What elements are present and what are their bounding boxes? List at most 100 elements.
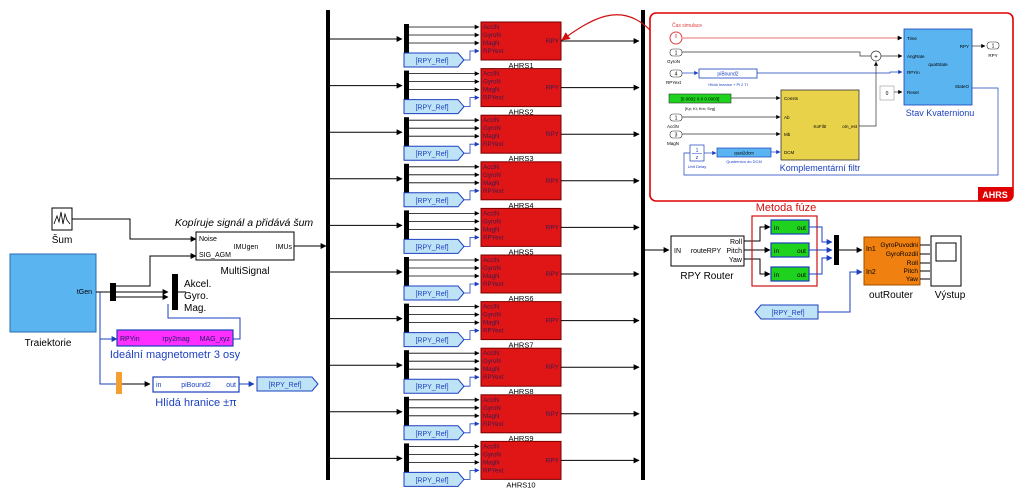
rpy-to-bound-wire xyxy=(99,339,116,385)
ahrs-ref-wire xyxy=(464,95,480,107)
qs-out-state: StateO xyxy=(955,84,970,89)
ahrs-from-tag: [RPY_Ref] xyxy=(415,105,448,112)
qs-in-rpyin: RPYin xyxy=(907,70,920,75)
rpy-router-out-pitch: Pitch xyxy=(726,248,742,255)
rpy-router-block[interactable] xyxy=(670,235,745,267)
ahrs-body[interactable] xyxy=(480,68,562,108)
fusion-out: out xyxy=(797,248,806,255)
ahrs-in-port-label: AcclN xyxy=(483,24,499,31)
ahrs-in-port-label: RPYext xyxy=(483,328,504,335)
ahrs-from-rpy-ref[interactable] xyxy=(403,471,465,487)
ahrs-demux xyxy=(404,303,409,334)
ahrs-in-port-label: AcclN xyxy=(483,443,499,450)
sig-agm-wire xyxy=(116,253,197,287)
noise-source-block[interactable] xyxy=(51,207,73,231)
ahrs-name: AHRS6 xyxy=(508,294,533,303)
qs-in-angrate: AngRate xyxy=(907,54,925,59)
outrouter-to-scope-wires xyxy=(920,244,930,280)
outrouter-block[interactable] xyxy=(863,236,921,286)
ahrs-in-port-label: MagN xyxy=(483,133,500,140)
traj-demux xyxy=(110,283,116,301)
ahrs-out-port-label: RPY xyxy=(546,131,560,138)
ahrs-demux xyxy=(404,443,409,474)
ahrs-body[interactable] xyxy=(480,394,562,434)
agm-mux xyxy=(172,274,178,310)
ahrs-name: AHRS8 xyxy=(508,387,533,396)
noise-label: Šum xyxy=(52,233,73,246)
rpy2mag-center: rpy2mag xyxy=(162,336,189,343)
ahrs-in-port-label: RPYext xyxy=(483,374,504,381)
comp-in-mb: Mb xyxy=(784,132,791,137)
ahrs-from-tag: [RPY_Ref] xyxy=(415,477,448,484)
goto-rpy-ref[interactable] xyxy=(256,376,319,392)
ahrs-name: AHRS3 xyxy=(508,154,533,163)
inset-params-value: [0.0002 0.0 0.0003] xyxy=(681,97,720,102)
ahrs-demux xyxy=(404,117,409,148)
ahrs-from-rpy-ref[interactable] xyxy=(403,192,465,208)
ahrs-from-rpy-ref[interactable] xyxy=(403,99,465,115)
qs-out-rpy: RPY xyxy=(960,44,969,49)
ahrs-inset: AHRS Čas simulace 1 GyroN 4 RPYext piBou… xyxy=(649,12,1014,202)
ahrs-from-rpy-ref[interactable] xyxy=(403,238,465,254)
ahrs-ref-wire xyxy=(464,234,480,247)
multisignal-name: MultiSignal xyxy=(221,266,270,277)
ahrs-body[interactable] xyxy=(480,207,562,247)
rpy-router-center: routeRPY xyxy=(691,248,722,255)
ahrs-in-port-label: AcclN xyxy=(483,397,499,404)
ahrs-body[interactable] xyxy=(480,347,562,387)
scope-block[interactable] xyxy=(930,235,962,287)
ahrs-body[interactable] xyxy=(480,21,562,61)
trajectory-block[interactable] xyxy=(9,253,97,333)
ahrs-body[interactable] xyxy=(480,161,562,201)
rpy2mag-block[interactable] xyxy=(116,329,234,347)
outrouter-in2: In2 xyxy=(866,269,876,276)
ahrs-body[interactable] xyxy=(480,301,562,341)
ahrs-from-rpy-ref[interactable] xyxy=(403,285,465,301)
ahrs-ref-wire xyxy=(464,421,480,434)
ahrs-body[interactable] xyxy=(480,114,562,154)
ahrs-from-rpy-ref[interactable] xyxy=(403,332,465,348)
ahrs-in-port-label: RPYext xyxy=(483,188,504,195)
ahrs-name: AHRS10 xyxy=(506,480,535,489)
from-rpy-ref[interactable] xyxy=(754,304,819,320)
ahrs-in-port-label: GyroN xyxy=(483,218,501,225)
ahrs-from-rpy-ref[interactable] xyxy=(403,378,465,394)
inset-comp-filter xyxy=(780,89,860,161)
multisignal-block[interactable] xyxy=(195,231,295,261)
ahrs-in-port-label: RPYext xyxy=(483,141,504,148)
ahrs-from-rpy-ref[interactable] xyxy=(403,425,465,441)
ahrs-in-port-label: RPYext xyxy=(483,234,504,241)
ahrs-from-rpy-ref[interactable] xyxy=(403,145,465,161)
ahrs-from-rpy-ref[interactable] xyxy=(403,52,465,68)
ahrs-in-port-label: MagN xyxy=(483,87,500,94)
mux-label-accl: Akcel. xyxy=(184,279,211,290)
comp-in-consts: Consts xyxy=(784,96,799,101)
outrouter-out3: Roll xyxy=(907,260,919,267)
ahrs-ref-wire xyxy=(464,48,480,61)
roll-wire xyxy=(744,224,771,242)
ahrs-in-port-label: GyroN xyxy=(483,79,501,86)
rpy-selector xyxy=(116,372,122,394)
ahrs-demux xyxy=(404,70,409,101)
ahrs-in-port-label: MagN xyxy=(483,320,500,327)
ahrs-in-port-label: AcclN xyxy=(483,71,499,78)
trajectory-port: tGen xyxy=(77,289,92,296)
rpy2mag-in: RPYin xyxy=(120,336,140,343)
inset-outport xyxy=(986,41,1000,50)
output-mux xyxy=(834,235,839,265)
ahrs-name: AHRS5 xyxy=(508,247,533,256)
